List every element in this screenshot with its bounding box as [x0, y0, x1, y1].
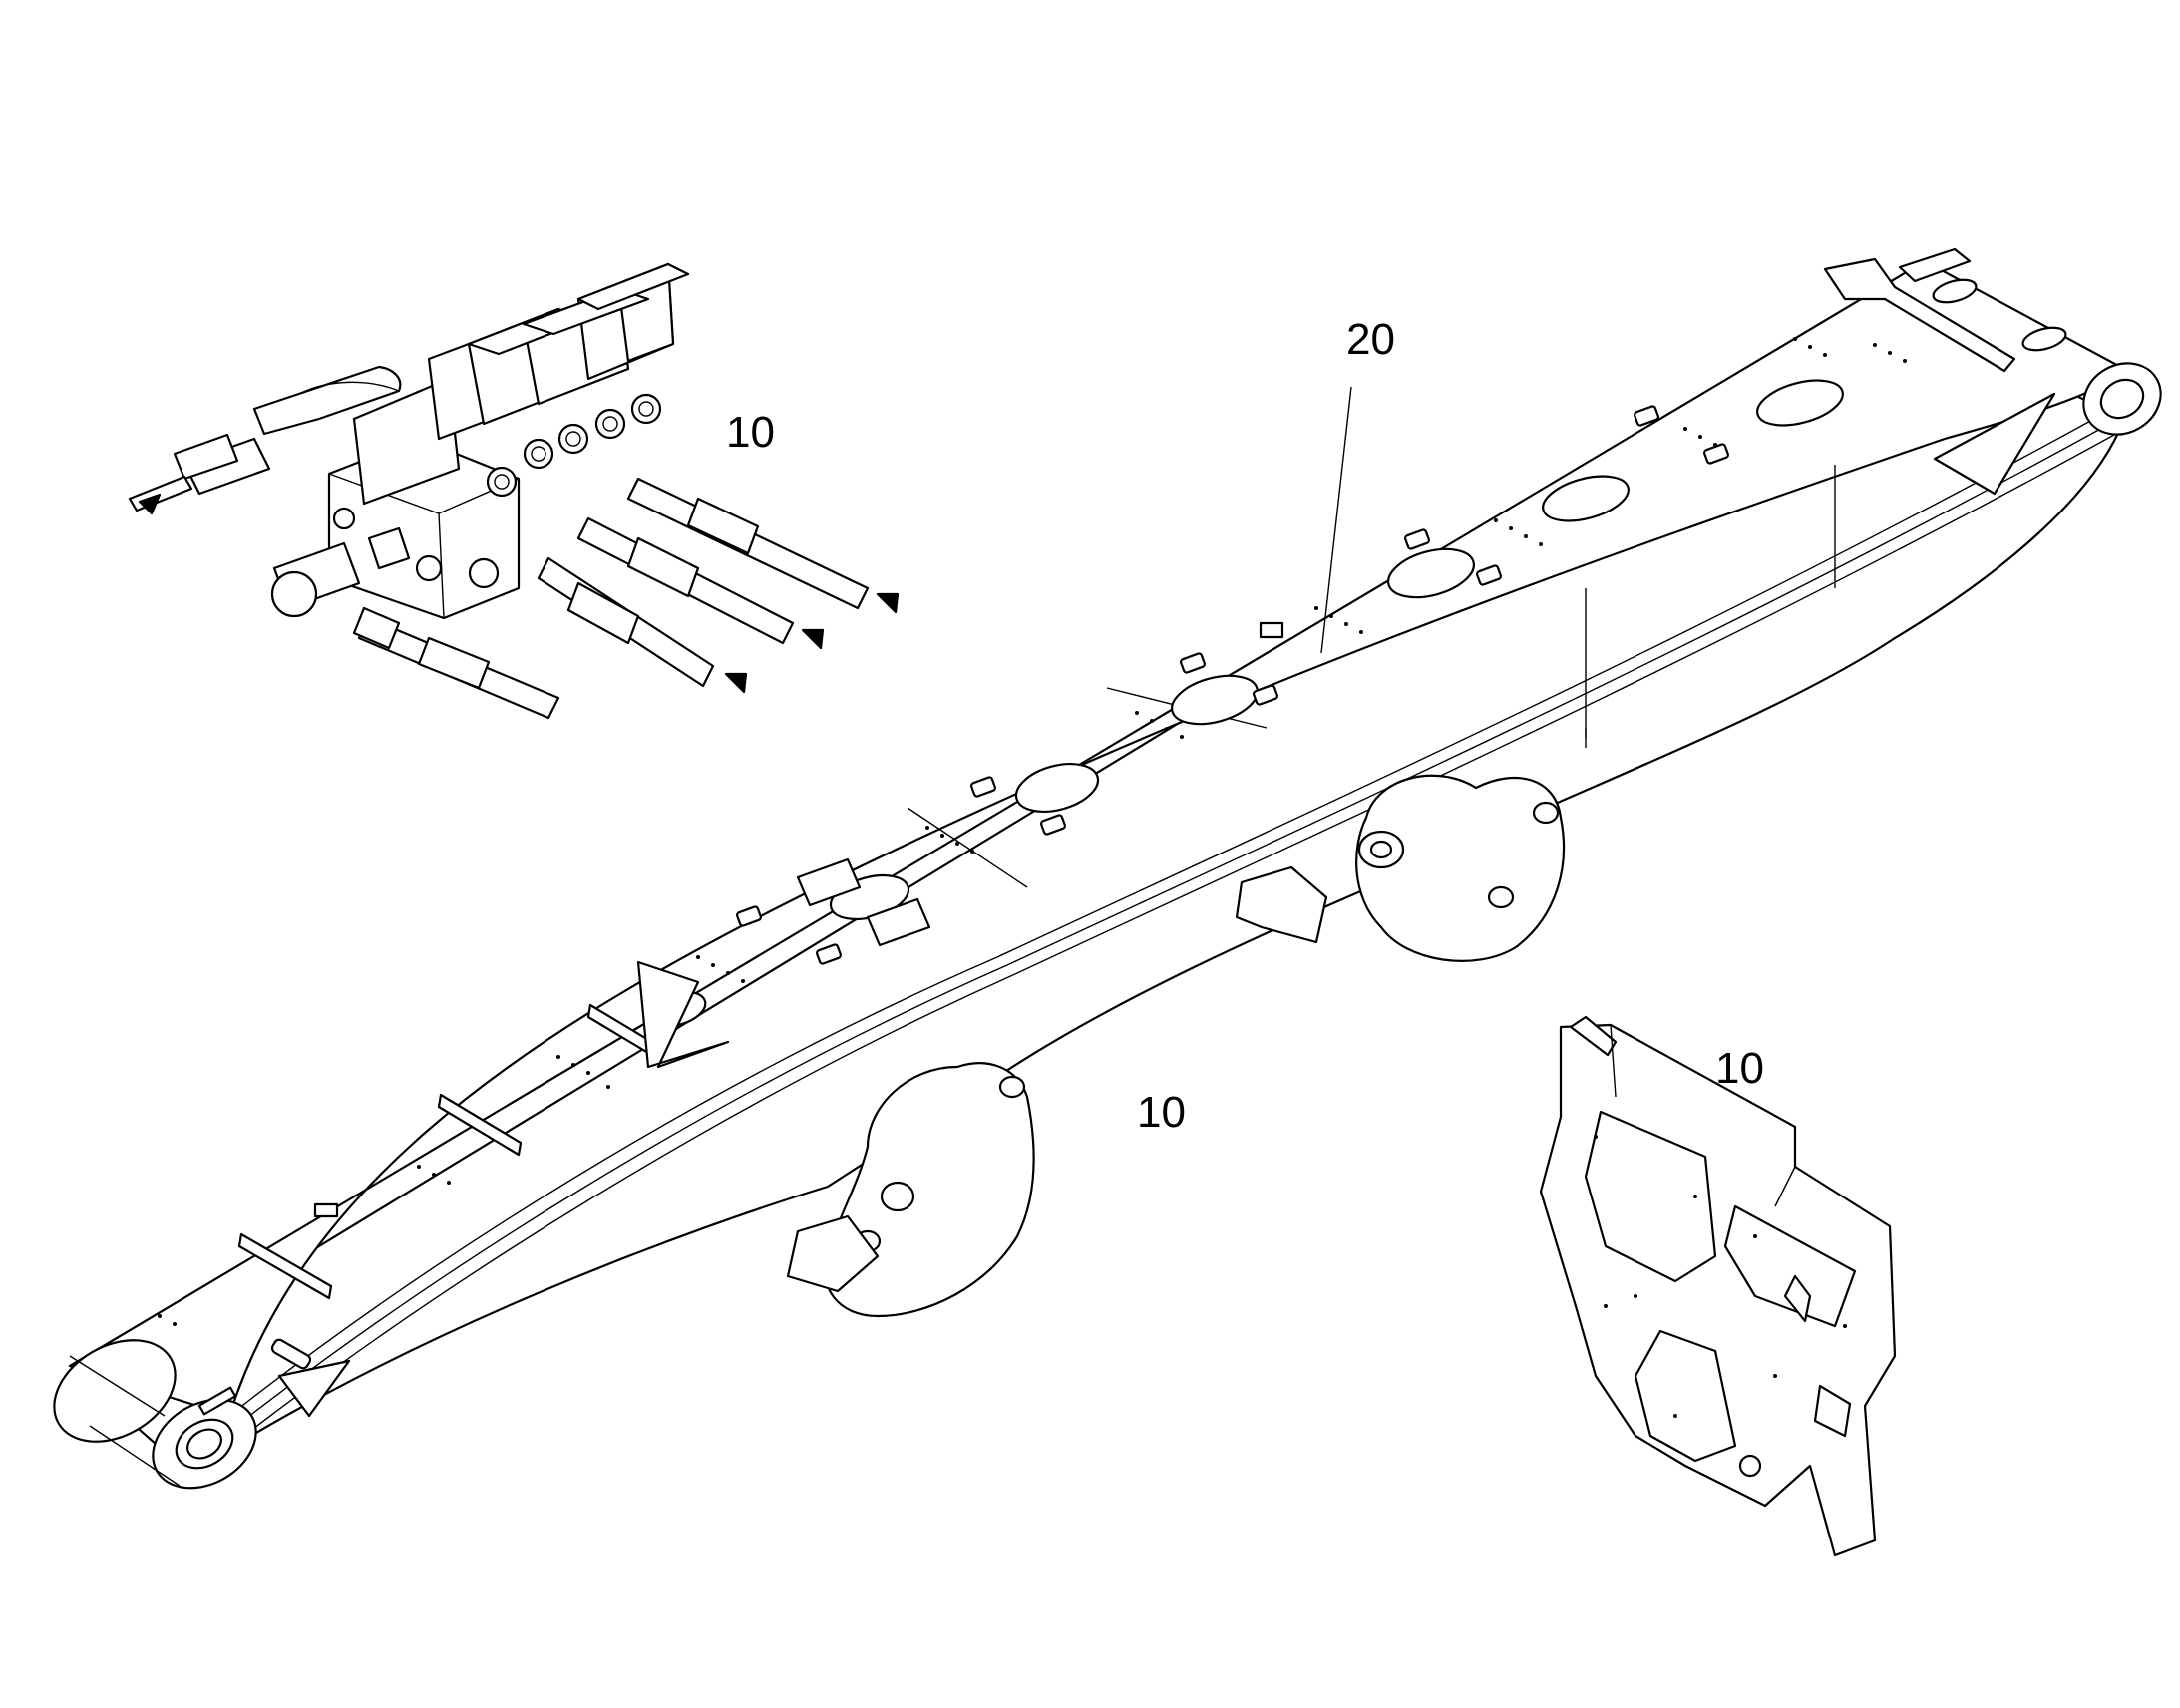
callout-bracket: 10 — [1715, 1044, 1764, 1093]
boom — [53, 247, 2162, 1490]
bracket — [1539, 1015, 1897, 1557]
callout-valve-block: 10 — [726, 408, 775, 457]
valve-block-assembly — [128, 262, 900, 720]
callout-boom: 10 — [1137, 1088, 1186, 1137]
leader-line-20 — [1320, 386, 1352, 654]
callout-boom-top-plate: 20 — [1346, 315, 1395, 364]
